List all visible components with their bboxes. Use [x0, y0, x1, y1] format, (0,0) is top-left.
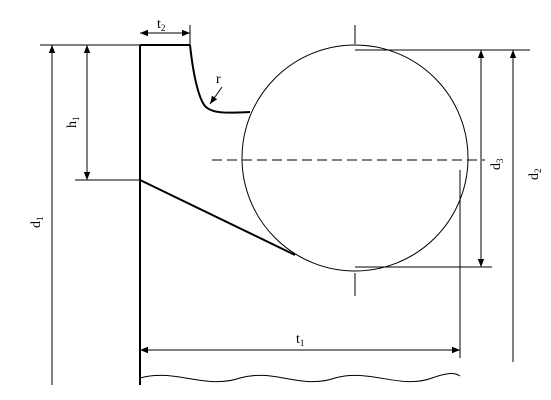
t1-label: t1 [296, 332, 304, 348]
tooth-flank-curve [189, 44, 251, 114]
t2-label: t2 [157, 17, 165, 33]
r-label: r [216, 72, 221, 87]
extension-lines [40, 44, 530, 358]
tapered-flank-line [139, 179, 296, 256]
tooth-profile [139, 44, 469, 385]
centerlines [212, 25, 485, 296]
d2-label: d2 [527, 169, 543, 181]
r-leader-line [209, 86, 223, 105]
d3-label: d3 [489, 158, 505, 170]
break-line [139, 373, 461, 383]
h1-label: h1 [65, 117, 81, 129]
roller-circle [241, 44, 469, 272]
d1-label: d1 [29, 217, 45, 229]
dimension-lines [48, 25, 517, 385]
